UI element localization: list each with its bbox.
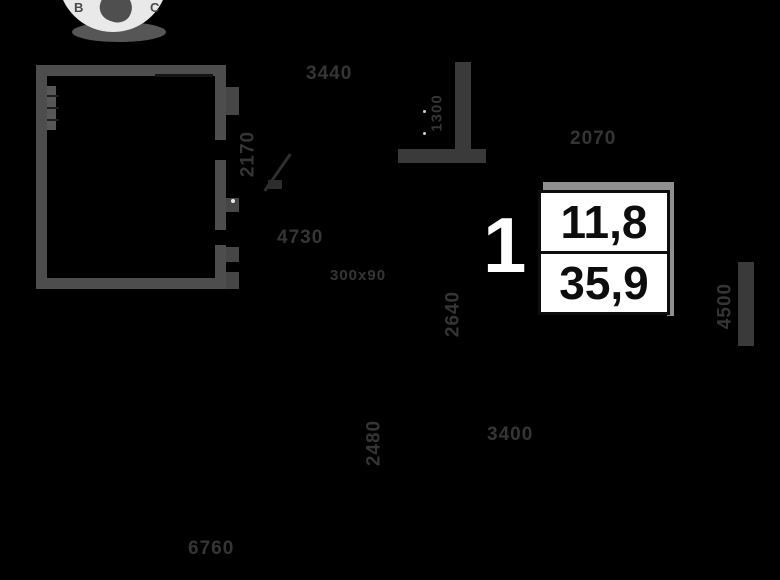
sill-tick [47,95,59,97]
dim-label-mid-left: 4730 [277,227,324,248]
plan-marker-dot [423,110,426,113]
sill-tick [47,119,59,121]
dim-label-vertical-lower: 2480 [363,419,385,467]
room-wall-stub [226,87,239,115]
room-wall-bottom [36,278,226,289]
room-wall-stub [226,247,239,262]
sill-tick [47,107,59,109]
faded-fixture [268,180,282,189]
room-wall-stub [226,272,239,289]
compass-letter-right: С [150,0,160,15]
wall-marker-dot [231,199,235,203]
plan-marker-dot [423,132,426,135]
card-divider [541,251,667,254]
faded-wall [398,149,486,163]
dim-label-bottom: 6760 [188,538,235,559]
compass-letter-left: В [74,0,84,15]
dim-label-vertical-center: 2640 [442,290,464,338]
living-area-value: 11,8 [560,196,648,248]
room-wall-right-upper [215,65,226,140]
room-wall-top [36,65,226,76]
room-wall-stub [226,198,239,212]
card-shadow-top [543,182,674,190]
dim-label-upper-right: 2070 [570,128,617,149]
dim-label-vertical-room: 2170 [237,130,259,178]
faded-wall [738,262,754,346]
dim-label-vertical-upper: 1300 [428,94,446,132]
faded-wall [455,62,471,150]
card-shadow-right [667,185,674,316]
window-line [155,74,213,77]
dim-label-mid-small: 300х90 [330,267,387,284]
room-count: 1 [483,201,527,289]
dim-label-lower-center: 3400 [487,424,534,445]
dim-label-vertical-right: 4500 [714,282,736,330]
room-wall-right-middle [215,160,226,230]
total-area-value: 35,9 [559,257,649,309]
room-wall-right-lower [215,245,226,289]
room-wall-left [36,65,47,289]
dim-label-top: 3440 [306,63,353,84]
unit-info-card: 11,8 35,9 [538,190,670,315]
